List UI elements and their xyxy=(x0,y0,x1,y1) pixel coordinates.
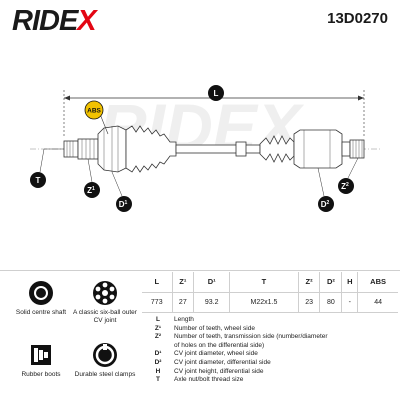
header: RIDEX 13D0270 xyxy=(0,0,400,38)
d2-callout: D2 xyxy=(317,167,334,212)
solid-shaft-icon xyxy=(29,281,53,305)
spec-header: Z² xyxy=(298,272,321,293)
abs-label: ABS xyxy=(87,108,101,115)
z1-callout: Z1 xyxy=(84,158,100,198)
legend-row: D² CV joint diameter, differential side xyxy=(142,359,398,368)
legend-key: Z² xyxy=(154,333,162,341)
spec-header-row: L Z¹ D¹ T Z² D² H ABS xyxy=(142,272,398,293)
legend: L Length Z¹ Number of teeth, wheel side Z²… xyxy=(142,316,398,385)
legend-key xyxy=(142,342,174,351)
legend-desc: Axle nut/bolt thread size xyxy=(174,376,244,384)
brand-logo: RIDEX xyxy=(12,5,97,37)
legend-desc: Number of teeth, wheel side xyxy=(174,324,255,332)
legend-desc: CV joint diameter, differential side xyxy=(174,358,271,366)
spec-value: 44 xyxy=(357,292,398,313)
feature-steel-clamps: Durable steel clamps xyxy=(70,342,140,379)
legend-desc: CV joint height, differential side xyxy=(174,367,264,375)
spec-header: T xyxy=(229,272,299,293)
length-dimension: L xyxy=(63,85,365,138)
part-number: 13D0270 xyxy=(327,10,388,27)
outer-boot xyxy=(125,125,177,173)
z2-label: Z2 xyxy=(341,182,349,191)
legend-row: of holes on the differential side) xyxy=(142,342,398,351)
six-ball-joint-icon xyxy=(93,281,117,305)
spec-value: 93.2 xyxy=(193,292,231,313)
feature-six-ball-joint: A classic six-ball outer CV joint xyxy=(70,280,140,324)
spec-header: L xyxy=(142,272,173,293)
steel-clamp-icon xyxy=(93,343,117,367)
spec-header: ABS xyxy=(357,272,398,293)
legend-key: T xyxy=(156,376,160,384)
legend-key: Z¹ xyxy=(154,324,162,332)
legend-key: L xyxy=(156,316,160,323)
legend-desc: CV joint diameter, wheel side xyxy=(174,350,258,358)
rubber-boot-icon xyxy=(31,345,51,365)
z1-label: Z1 xyxy=(87,186,95,195)
spec-value: - xyxy=(341,292,359,313)
legend-row: L Length xyxy=(142,316,398,325)
length-label: L xyxy=(214,89,219,98)
d1-label: D1 xyxy=(119,200,128,209)
spec-value: 80 xyxy=(319,292,343,313)
spec-value: 23 xyxy=(298,292,321,313)
legend-row: Z² Number of teeth, transmission side (nu… xyxy=(142,333,398,342)
abs-callout: ABS xyxy=(84,100,109,135)
feature-rubber-boots: Rubber boots xyxy=(6,342,76,379)
features-panel: Solid centre shaft A classic six-ball ou… xyxy=(0,272,140,400)
feature-label: Durable steel clamps xyxy=(74,371,136,378)
spec-table: L Z¹ D¹ T Z² D² H ABS 773 27 93.2 M22x1.… xyxy=(142,272,398,313)
t-callout: T xyxy=(30,148,64,188)
feature-label: Rubber boots xyxy=(21,371,61,378)
spec-value-row: 773 27 93.2 M22x1.5 23 80 - 44 xyxy=(142,292,398,313)
legend-desc: Number of teeth, transmission side (numb… xyxy=(174,333,328,341)
drive-shaft-diagram: RIDEX L xyxy=(30,85,380,212)
section-divider xyxy=(0,270,400,271)
feature-label: Solid centre shaft xyxy=(15,309,67,316)
spec-value: M22x1.5 xyxy=(229,292,299,313)
spec-value: 27 xyxy=(172,292,195,313)
legend-row: H CV joint height, differential side xyxy=(142,368,398,377)
inner-cv-joint xyxy=(293,129,365,169)
z2-callout: Z2 xyxy=(338,157,359,194)
legend-key: D¹ xyxy=(154,350,162,358)
t-label: T xyxy=(36,176,41,185)
legend-desc: of holes on the differential side) xyxy=(174,341,265,349)
legend-key: D² xyxy=(154,358,162,366)
spec-header: Z¹ xyxy=(172,272,195,293)
d1-callout: D1 xyxy=(111,171,132,212)
spec-header: H xyxy=(341,272,359,293)
spec-value: 773 xyxy=(142,292,173,313)
feature-solid-shaft: Solid centre shaft xyxy=(6,280,76,317)
legend-row: D¹ CV joint diameter, wheel side xyxy=(142,350,398,359)
legend-desc: Length xyxy=(174,316,194,323)
spec-header: D¹ xyxy=(193,272,231,293)
legend-row: Z¹ Number of teeth, wheel side xyxy=(142,325,398,334)
spec-header: D² xyxy=(319,272,343,293)
legend-key: H xyxy=(155,367,161,375)
d2-label: D2 xyxy=(321,200,330,209)
legend-row: T Axle nut/bolt thread size xyxy=(142,376,398,385)
outer-cv-joint xyxy=(97,125,127,173)
wheel-side-stub xyxy=(63,138,99,160)
feature-label: A classic six-ball outer CV joint xyxy=(73,309,137,324)
